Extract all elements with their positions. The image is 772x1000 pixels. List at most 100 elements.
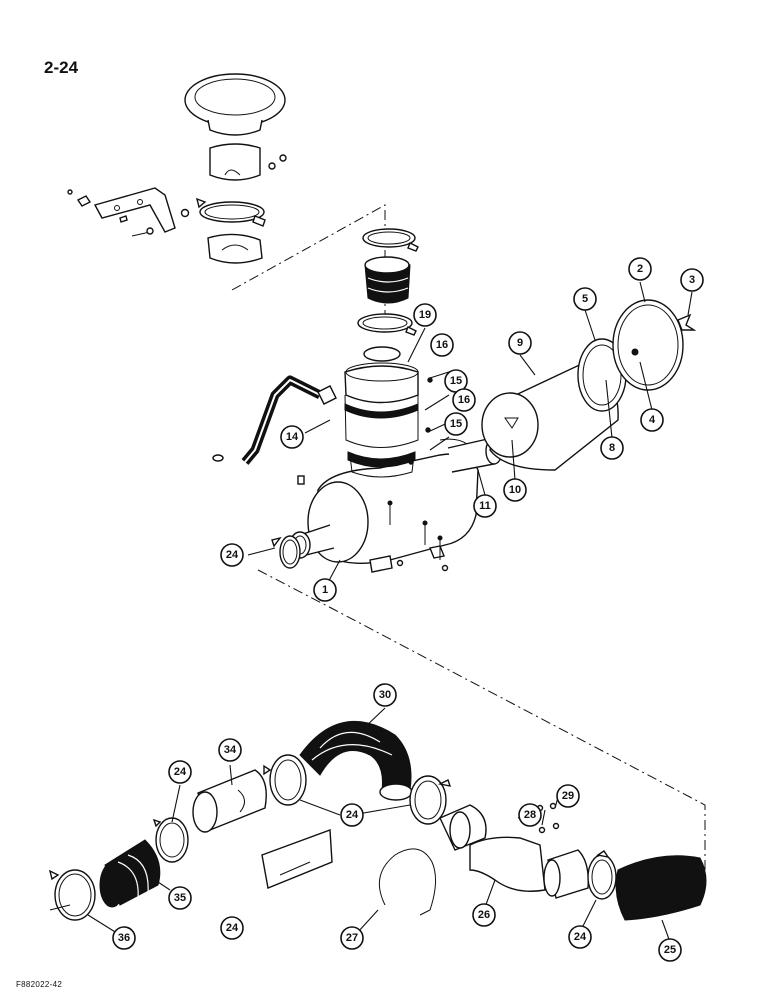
callout-label: 27 xyxy=(346,932,358,944)
callout-circle xyxy=(573,287,597,311)
mounting-bracket xyxy=(93,187,176,233)
callout-25: 25 xyxy=(658,938,682,962)
callout-group: 1234589101114151516161924242424242526272… xyxy=(112,257,704,962)
callout-label: 24 xyxy=(226,549,239,561)
callout-label: 35 xyxy=(174,892,186,904)
callout-16: 16 xyxy=(430,333,454,357)
callout-29: 29 xyxy=(556,784,580,808)
cover-2 xyxy=(612,299,684,391)
callout-24: 24 xyxy=(340,803,364,827)
callout-circle xyxy=(472,903,496,927)
callout-circle xyxy=(220,543,244,567)
callout-24: 24 xyxy=(220,543,244,567)
callout-35: 35 xyxy=(168,886,192,910)
callout-circle xyxy=(680,268,704,292)
callout-circle xyxy=(112,926,136,950)
callout-34: 34 xyxy=(218,738,242,762)
callout-label: 28 xyxy=(524,809,536,821)
hose-14 xyxy=(212,375,337,465)
callout-label: 16 xyxy=(458,394,470,406)
callout-label: 30 xyxy=(379,689,391,701)
callout-circle xyxy=(452,388,476,412)
callout-24: 24 xyxy=(220,916,244,940)
clamp-pair-top xyxy=(263,754,452,825)
lower-tube xyxy=(207,233,263,264)
shield-plate xyxy=(261,829,333,889)
elbow-30 xyxy=(299,720,413,801)
callout-label: 29 xyxy=(562,790,574,802)
clamp-36 xyxy=(48,869,96,921)
upper-clamp xyxy=(362,228,419,252)
callout-11: 11 xyxy=(473,494,497,518)
callout-label: 8 xyxy=(609,442,615,454)
rubber-boot xyxy=(364,256,411,304)
clamp-24-right xyxy=(587,850,617,900)
callout-circle xyxy=(473,494,497,518)
callout-24: 24 xyxy=(568,925,592,949)
callout-circle xyxy=(168,760,192,784)
callout-9: 9 xyxy=(508,331,532,355)
callout-circle xyxy=(280,425,304,449)
cable-27 xyxy=(378,848,436,916)
callout-8: 8 xyxy=(600,436,624,460)
callout-label: 16 xyxy=(436,339,448,351)
callout-label: 25 xyxy=(664,944,676,956)
callout-30: 30 xyxy=(373,683,397,707)
callout-circle xyxy=(600,436,624,460)
callout-label: 24 xyxy=(346,809,359,821)
assembly-centerline-top xyxy=(231,204,386,330)
callout-24: 24 xyxy=(168,760,192,784)
callout-circle xyxy=(640,408,664,432)
callout-circle xyxy=(628,257,652,281)
hardware-top xyxy=(67,154,287,237)
callout-circle xyxy=(168,886,192,910)
callout-1: 1 xyxy=(313,578,337,602)
figure-code: F882022-42 xyxy=(16,980,63,989)
callout-circle xyxy=(658,938,682,962)
callout-circle xyxy=(313,578,337,602)
precleaner-tube xyxy=(209,143,261,181)
callout-26: 26 xyxy=(472,903,496,927)
tube-26 xyxy=(439,804,546,892)
callout-circle xyxy=(340,926,364,950)
hose-25 xyxy=(615,855,707,921)
callout-circle xyxy=(556,784,580,808)
sleeve-34 xyxy=(192,769,267,833)
callout-circle xyxy=(568,925,592,949)
callout-36: 36 xyxy=(112,926,136,950)
callout-label: 1 xyxy=(322,584,328,596)
mid-clamp xyxy=(357,313,417,336)
callout-label: 34 xyxy=(224,744,237,756)
callout-circle xyxy=(413,303,437,327)
callout-15: 15 xyxy=(444,369,468,393)
callout-16: 16 xyxy=(452,388,476,412)
callout-label: 4 xyxy=(649,414,656,426)
callout-19: 19 xyxy=(413,303,437,327)
callout-14: 14 xyxy=(280,425,304,449)
callout-circle xyxy=(518,803,542,827)
callout-label: 24 xyxy=(174,766,187,778)
callout-label: 36 xyxy=(118,932,130,944)
callout-circle xyxy=(218,738,242,762)
callout-label: 5 xyxy=(582,293,588,305)
callout-28: 28 xyxy=(518,803,542,827)
callout-label: 19 xyxy=(419,309,431,321)
callout-circle xyxy=(430,333,454,357)
callout-label: 26 xyxy=(478,909,490,921)
callout-circle xyxy=(220,916,244,940)
callout-label: 24 xyxy=(574,931,587,943)
clamp-24-main xyxy=(271,535,301,569)
callout-label: 24 xyxy=(226,922,239,934)
callout-15: 15 xyxy=(444,412,468,436)
callout-circle xyxy=(373,683,397,707)
precleaner-body xyxy=(344,346,419,448)
assembly-centerline-main xyxy=(257,569,706,880)
callout-5: 5 xyxy=(573,287,597,311)
callout-label: 15 xyxy=(450,375,462,387)
callout-circle xyxy=(340,803,364,827)
precleaner-cap xyxy=(184,73,286,136)
top-clamp xyxy=(195,197,266,227)
callout-circle xyxy=(508,331,532,355)
callout-label: 2 xyxy=(637,263,643,275)
